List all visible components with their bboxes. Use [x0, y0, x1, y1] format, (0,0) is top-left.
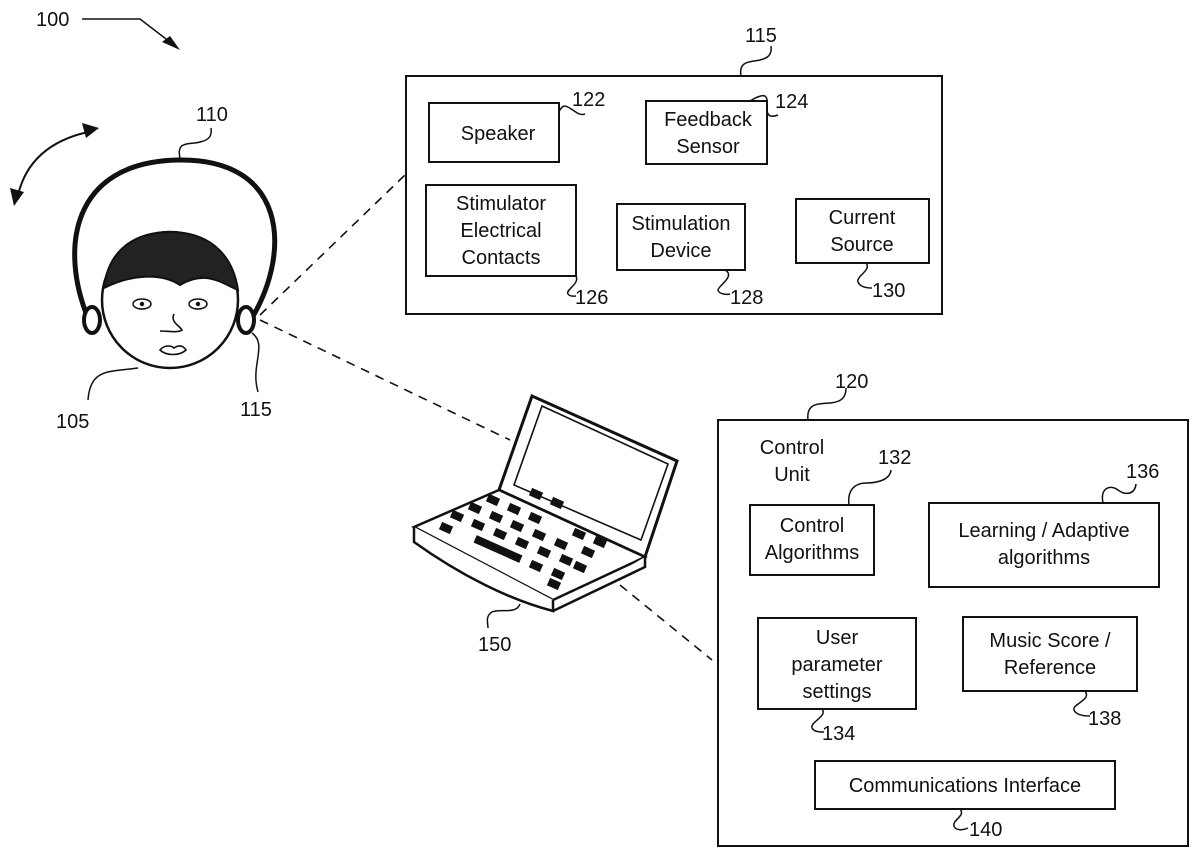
svg-text:138: 138: [1088, 708, 1121, 730]
svg-text:Stimulator: Stimulator: [456, 193, 546, 215]
svg-text:Contacts: Contacts: [462, 247, 541, 269]
svg-text:Current: Current: [829, 207, 896, 229]
svg-text:Algorithms: Algorithms: [765, 542, 859, 564]
svg-text:Communications Interface: Communications Interface: [849, 775, 1081, 797]
svg-text:Feedback: Feedback: [664, 109, 753, 131]
earpiece-leader: [252, 333, 259, 392]
headset-ref: 110: [196, 104, 228, 126]
laptop-icon: [414, 396, 677, 611]
svg-text:Control: Control: [780, 515, 844, 537]
dashed-connector-laptop: [260, 320, 510, 440]
laptop-ref: 150: [478, 634, 511, 656]
svg-text:Device: Device: [650, 240, 711, 262]
head-ref: 105: [56, 411, 89, 433]
svg-text:Electrical: Electrical: [460, 220, 541, 242]
device-block-ref: 115: [745, 25, 777, 47]
svg-text:122: 122: [572, 89, 605, 111]
control-block: 120 Control Unit Control Algorithms 132 …: [718, 371, 1188, 846]
rotation-arrow-icon: [10, 123, 99, 206]
svg-text:Unit: Unit: [774, 464, 810, 486]
control-unit-title: Control: [760, 437, 824, 459]
svg-text:128: 128: [730, 287, 763, 309]
svg-text:Music Score /: Music Score /: [989, 630, 1111, 652]
svg-text:User: User: [816, 627, 859, 649]
svg-text:130: 130: [872, 280, 905, 302]
headset-leader: [179, 128, 211, 158]
svg-text:126: 126: [575, 287, 608, 309]
device-block-leader: [741, 46, 772, 76]
figure-ref-arrow-icon: [82, 19, 180, 50]
svg-text:134: 134: [822, 723, 855, 745]
figure-ref-100: 100: [36, 9, 69, 31]
svg-text:Learning / Adaptive: Learning / Adaptive: [958, 520, 1129, 542]
svg-text:136: 136: [1126, 461, 1159, 483]
svg-text:Speaker: Speaker: [461, 123, 536, 145]
svg-text:Stimulation: Stimulation: [632, 213, 731, 235]
dashed-connector-device-top: [260, 175, 405, 315]
device-block: 115 Speaker 122 Feedback Sensor 124 Stim…: [406, 25, 942, 314]
svg-text:Source: Source: [830, 234, 893, 256]
svg-text:132: 132: [878, 447, 911, 469]
svg-text:settings: settings: [803, 681, 872, 703]
earpiece-ref: 115: [240, 399, 272, 421]
control-block-ref: 120: [835, 371, 868, 393]
svg-text:algorithms: algorithms: [998, 547, 1090, 569]
svg-text:140: 140: [969, 819, 1002, 841]
head-figure: [84, 232, 254, 368]
laptop-leader: [487, 604, 520, 628]
svg-text:124: 124: [775, 91, 808, 113]
svg-text:parameter: parameter: [791, 654, 882, 676]
svg-text:Reference: Reference: [1004, 657, 1096, 679]
dashed-connector-control: [620, 585, 712, 660]
svg-text:Sensor: Sensor: [676, 136, 740, 158]
head-leader: [88, 368, 138, 400]
